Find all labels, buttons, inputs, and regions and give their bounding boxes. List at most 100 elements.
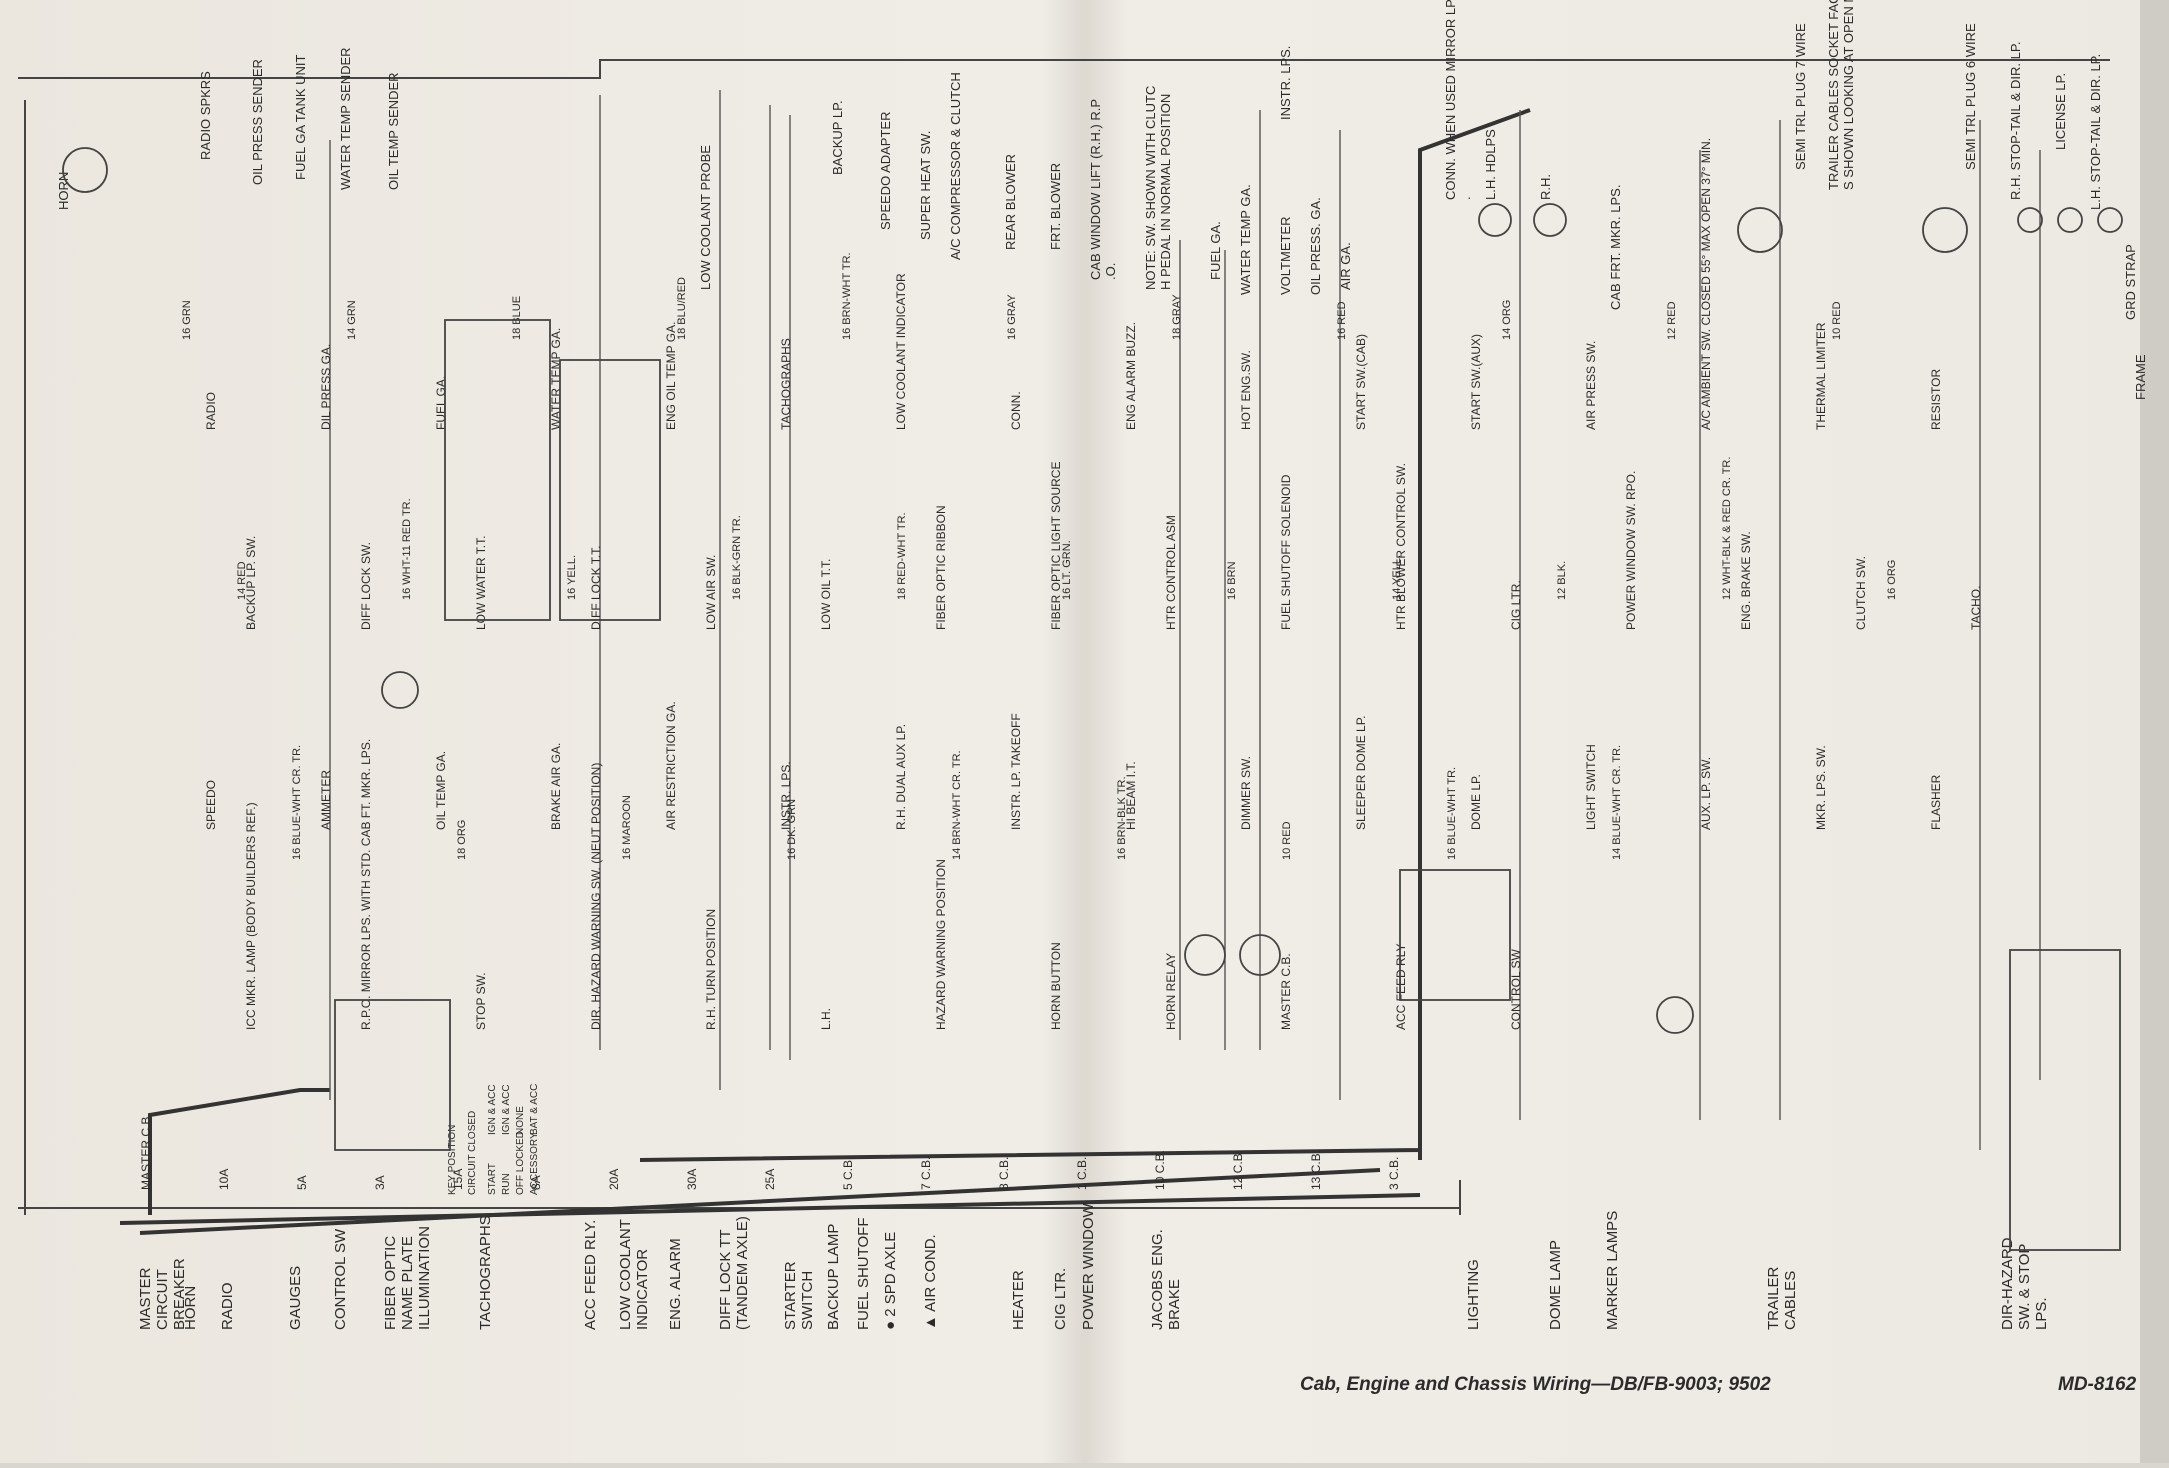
component-label-oil-temp-ga-34: OIL TEMP GA. bbox=[434, 751, 448, 830]
component-label-htr-control-asm-24: HTR CONTROL ASM bbox=[1164, 515, 1178, 630]
headlamp-lh-symbol bbox=[1478, 203, 1512, 237]
wire-code-16-red-7: 16 RED bbox=[1336, 301, 1348, 340]
fuse-10a-1: 10A bbox=[217, 1169, 231, 1190]
component-label-tachographs-5: TACHOGRAPHS bbox=[779, 338, 793, 430]
component-label-diff-lock-t-t-19: DIFF LOCK T.T. bbox=[589, 546, 603, 630]
component-label-flasher-47: FLASHER bbox=[1929, 774, 1943, 830]
fuse-8a-5: 8A bbox=[529, 1175, 543, 1190]
circuit-label-horn-1: HORN bbox=[182, 1286, 199, 1330]
flasher-symbol bbox=[1656, 996, 1694, 1034]
speedo-gauge-symbol bbox=[1239, 934, 1281, 976]
component-label-low-air-sw-20: LOW AIR SW. bbox=[704, 555, 718, 630]
wire-code-12-red-9: 12 RED bbox=[1666, 301, 1678, 340]
circuit-label-dir-hazard-sw-stop-lps-24-line-2: LPS. bbox=[2033, 1297, 2050, 1330]
fuse-5-c-b-9: 5 C.B. bbox=[841, 1157, 855, 1190]
circuit-label-fiber-optic-name-plate-illumination-5-line-1: NAME PLATE bbox=[399, 1236, 416, 1330]
component-label-eng-alarm-buzz-8: ENG ALARM BUZZ. bbox=[1124, 322, 1138, 430]
component-label-ammeter-33: AMMETER bbox=[319, 770, 333, 830]
component-voltmeter-17: VOLTMETER bbox=[1278, 217, 1293, 296]
circuit-label-2-spd-axle-14: ● 2 SPD AXLE bbox=[882, 1232, 899, 1330]
circuit-label-trailer-cables-23: TRAILER bbox=[1765, 1266, 1782, 1330]
component-label-control-sw-59: CONTROL SW bbox=[1509, 948, 1523, 1030]
component-label-light-switch-44: LIGHT SWITCH bbox=[1584, 744, 1598, 830]
component-label-horn-relay-56: HORN RELAY bbox=[1164, 953, 1178, 1030]
component-note-sw-shown-with-clutch-pedal-in-normal-position-14: NOTE: SW. SHOWN WITH CLUTC bbox=[1143, 86, 1158, 290]
component-semi-trl-plug-7-wire-26: SEMI TRL PLUG 7 WIRE bbox=[1793, 23, 1808, 170]
component-air-ga-19: AIR GA. bbox=[1338, 242, 1353, 290]
circuit-label-backup-lamp-12: BACKUP LAMP bbox=[825, 1224, 842, 1330]
component-a-c-compressor-clutch-10: A/C COMPRESSOR & CLUTCH bbox=[948, 72, 963, 260]
main-bus-lines bbox=[119, 108, 1531, 1235]
control-sw-cell-3-1: BAT & ACC bbox=[529, 1084, 540, 1135]
circuit-label-master-circuit-breaker-0-line-2: BREAKER bbox=[171, 1258, 188, 1330]
component-cab-window-lift-r-h-r-p-o-13: CAB WINDOW LIFT (R.H.) R.P bbox=[1088, 99, 1103, 280]
component-label-horn-button-55: HORN BUTTON bbox=[1049, 942, 1063, 1030]
wire-code-18-gray-6: 18 GRAY bbox=[1171, 294, 1183, 340]
light-switch-box bbox=[1399, 869, 1511, 1001]
wire-code-16-gray-5: 16 GRAY bbox=[1006, 294, 1018, 340]
component-semi-trl-plug-6-wire-27: SEMI TRL PLUG 6 WIRE bbox=[1963, 23, 1978, 170]
circuit-label-cig-ltr-17: CIG LTR. bbox=[1052, 1268, 1069, 1330]
component-label-stop-sw-50: STOP SW. bbox=[474, 972, 488, 1030]
circuit-label-dome-lamp-21: DOME LAMP bbox=[1547, 1240, 1564, 1330]
circuit-label-diff-lock-tt-tandem-axle-10: DIFF LOCK TT bbox=[717, 1229, 734, 1330]
headlamp-rh-symbol bbox=[1533, 203, 1567, 237]
circuit-label-radio-2: RADIO bbox=[219, 1282, 236, 1330]
component-label-tacho-31: TACHO. bbox=[1969, 586, 1983, 630]
wire-code-12-blk-19: 12 BLK. bbox=[1556, 561, 1568, 600]
component-label-hot-eng-sw-9: HOT ENG.SW. bbox=[1239, 350, 1253, 430]
component-grd-strap-31: GRD STRAP bbox=[2123, 244, 2138, 320]
component-water-temp-ga-16: WATER TEMP GA. bbox=[1238, 184, 1253, 295]
component-label-eng-oil-temp-ga-4: ENG OIL TEMP GA. bbox=[664, 322, 678, 430]
component-water-temp-sender-4: WATER TEMP SENDER bbox=[338, 47, 353, 190]
wire-code-14-org-8: 14 ORG bbox=[1501, 300, 1513, 340]
wire-code-16-dk-grn-25: 16 DK. GRN bbox=[786, 799, 798, 860]
horn-symbol bbox=[62, 147, 108, 193]
wire-code-16-org-21: 16 ORG bbox=[1886, 560, 1898, 600]
wire-code-16-brn-17: 16 BRN bbox=[1226, 561, 1238, 600]
component-label-mkr-lps-sw-46: MKR. LPS. SW. bbox=[1814, 745, 1828, 830]
component-conn-when-used-mirror-lps-21-line-1: . bbox=[1458, 196, 1473, 200]
circuit-label-low-coolant-indicator-8: LOW COOLANT bbox=[617, 1219, 634, 1330]
component-speedo-adapter-8: SPEEDO ADAPTER bbox=[878, 112, 893, 230]
diagram-title: Cab, Engine and Chassis Wiring—DB/FB-900… bbox=[1300, 1374, 1771, 1395]
circuit-label-dir-hazard-sw-stop-lps-24-line-1: SW. & STOP bbox=[2016, 1244, 2033, 1330]
circuit-label-starter-switch-11: STARTER bbox=[782, 1261, 799, 1330]
tachographs-box bbox=[444, 319, 551, 621]
component-label-sleeper-dome-lp-42: SLEEPER DOME LP. bbox=[1354, 716, 1368, 831]
wire-code-16-blue-wht-cr-tr-22: 16 BLUE-WHT CR. TR. bbox=[291, 745, 303, 860]
component-oil-press-ga-18: OIL PRESS. GA. bbox=[1308, 197, 1323, 295]
fuse-15a-4: 15A bbox=[451, 1169, 465, 1190]
component-l-h-stop-tail-dir-lp-30: L.H. STOP-TAIL & DIR. LP. bbox=[2088, 54, 2103, 210]
wire-code-14-red-11: 14 RED bbox=[236, 561, 248, 600]
component-label-resistor-15: RESISTOR bbox=[1929, 369, 1943, 430]
circuit-label-master-circuit-breaker-0-line-1: CIRCUIT bbox=[154, 1269, 171, 1330]
component-label-water-temp-ga-3: WATER TEMP GA. bbox=[549, 328, 563, 430]
component-label-diff-lock-sw-17: DIFF LOCK SW. bbox=[359, 542, 373, 630]
circuit-label-lighting-20: LIGHTING bbox=[1465, 1259, 1482, 1330]
control-sw-header-key-position-0: KEY POSITION bbox=[447, 1125, 458, 1195]
control-sw-cell-2-0: OFF LOCKED bbox=[515, 1131, 526, 1195]
vertical-harness-lines bbox=[329, 90, 2041, 1150]
control-sw-cell-3-0: ACCESSORY bbox=[529, 1132, 540, 1195]
fiber-optic-light-source-symbol bbox=[381, 671, 419, 709]
wire-code-16-lt-grn-16: 16 LT. GRN. bbox=[1061, 540, 1073, 600]
wire-code-16-brn-blk-tr-27: 16 BRN-BLK TR. bbox=[1116, 776, 1128, 860]
component-label-thermal-limiter-14: THERMAL LIMITER bbox=[1814, 322, 1828, 430]
circuit-label-low-coolant-indicator-8-line-1: INDICATOR bbox=[634, 1249, 651, 1330]
component-label-radio-0: RADIO bbox=[204, 392, 218, 430]
license-lamp-symbol bbox=[2057, 207, 2083, 233]
component-label-low-oil-t-t-21: LOW OIL T.T. bbox=[819, 559, 833, 630]
component-r-h-23: R.H. bbox=[1538, 174, 1553, 200]
component-conn-when-used-mirror-lps-21: CONN. WHEN USED MIRROR LPS bbox=[1443, 0, 1458, 200]
circuit-label-acc-feed-rly-7: ACC FEED RLY. bbox=[582, 1220, 599, 1330]
wire-code-16-brn-wht-tr-4: 16 BRN-WHT TR. bbox=[841, 252, 853, 340]
control-sw-cell-0-0: START bbox=[487, 1163, 498, 1195]
fuse-3-c-b-16: 3 C.B. bbox=[1387, 1157, 1401, 1190]
component-label-fiber-optic-ribbon-22: FIBER OPTIC RIBBON bbox=[934, 505, 948, 630]
